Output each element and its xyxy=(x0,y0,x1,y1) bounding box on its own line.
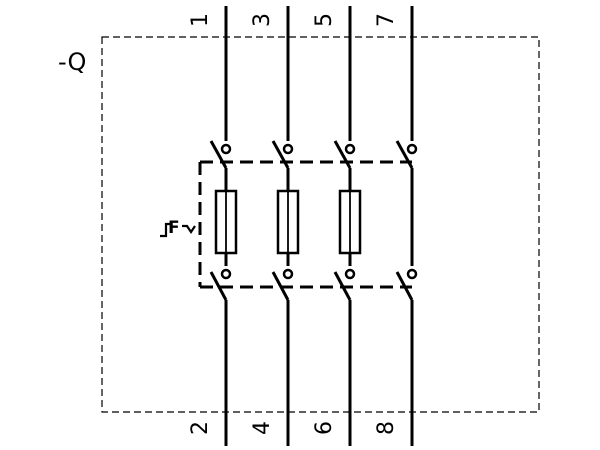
actuator-label: F xyxy=(168,218,180,238)
pole-2-top-terminal-label: 3 xyxy=(250,13,275,27)
pole-1-top-contact xyxy=(220,143,232,155)
pole-3-bottom-blade xyxy=(333,271,352,301)
pole-4-top-contact xyxy=(406,143,418,155)
pole-1-bottom-terminal-label: 2 xyxy=(188,421,213,435)
device-frame xyxy=(101,36,540,413)
pole-3-top-blade xyxy=(333,140,352,169)
pole-2-top-contact xyxy=(282,143,294,155)
pole-4-bottom-contact xyxy=(406,268,418,280)
pole-4-bottom-blade xyxy=(395,271,414,301)
actuator-symbol-left xyxy=(160,222,170,238)
pole-1-top-blade xyxy=(209,140,228,169)
pole-3-top-contact xyxy=(344,143,356,155)
pole-2-top-blade xyxy=(271,140,290,169)
pole-2-bottom-contact xyxy=(282,268,294,280)
mechanical-link-frame xyxy=(198,160,412,289)
pole-2-bottom-terminal-label: 4 xyxy=(250,421,275,435)
pole-3-top-terminal-label: 5 xyxy=(312,13,337,27)
device-designation: -Q xyxy=(58,48,86,76)
poles-group: 1 2 3 4 5 6 7 8 xyxy=(188,6,418,446)
pole-1-bottom-blade xyxy=(209,271,228,301)
actuator-symbol-right xyxy=(182,224,196,234)
pole-1-top-terminal-label: 1 xyxy=(188,13,213,27)
pole-4-bottom-terminal-label: 8 xyxy=(374,421,399,435)
pole-3-bottom-contact xyxy=(344,268,356,280)
pole-3-bottom-terminal-label: 6 xyxy=(312,421,337,435)
pole-2-bottom-blade xyxy=(271,271,290,301)
actuator-symbol xyxy=(160,222,196,238)
pole-4-top-blade xyxy=(395,140,414,169)
pole-4-top-terminal-label: 7 xyxy=(374,13,399,27)
pole-1-bottom-contact xyxy=(220,268,232,280)
